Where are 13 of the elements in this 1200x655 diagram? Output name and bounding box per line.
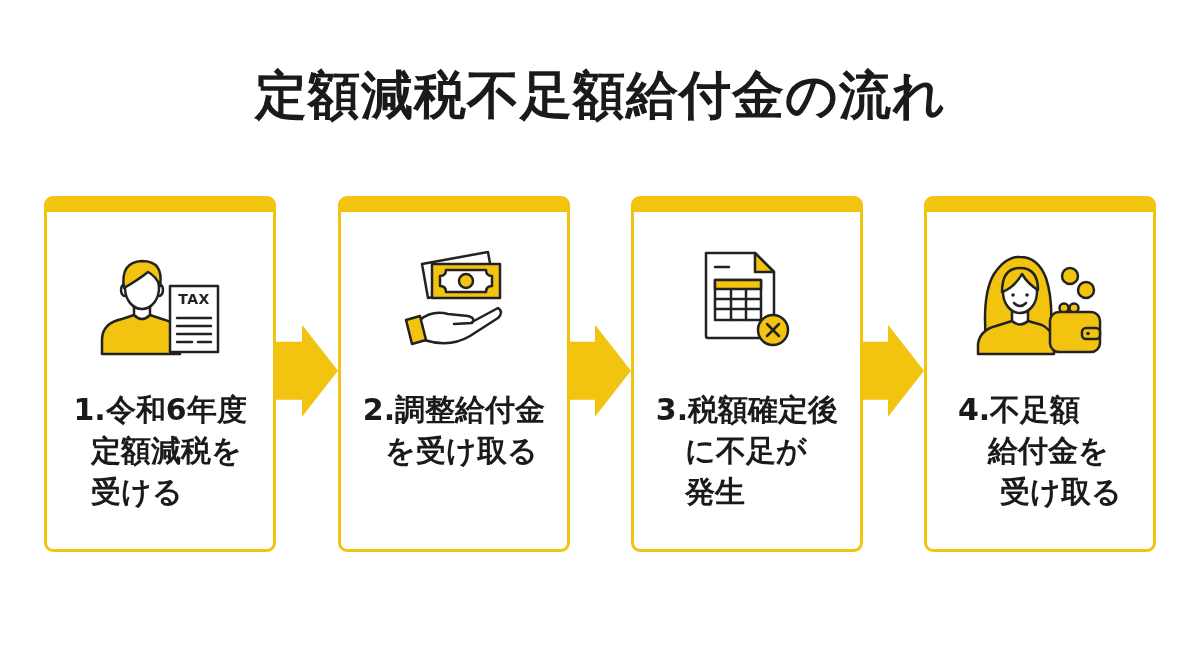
step-card <box>631 196 863 552</box>
step-card <box>44 196 276 552</box>
block-arrow <box>570 324 631 417</box>
step-text: 2.調整給付金を受け取る <box>362 391 546 470</box>
step-text: 4.不足額給付金を受け取る <box>958 391 1122 511</box>
step-text: 1.令和6年度定額減税を受ける <box>73 391 247 511</box>
diagram-title: 定額減税不足額給付金の流れ <box>254 64 946 127</box>
document-heading: TAX <box>178 291 210 307</box>
step-text: 3.税額確定後に不足が発生 <box>655 391 839 511</box>
step-card <box>338 196 570 552</box>
block-arrow <box>276 324 338 417</box>
step-card <box>924 196 1156 552</box>
block-arrow <box>863 324 924 417</box>
